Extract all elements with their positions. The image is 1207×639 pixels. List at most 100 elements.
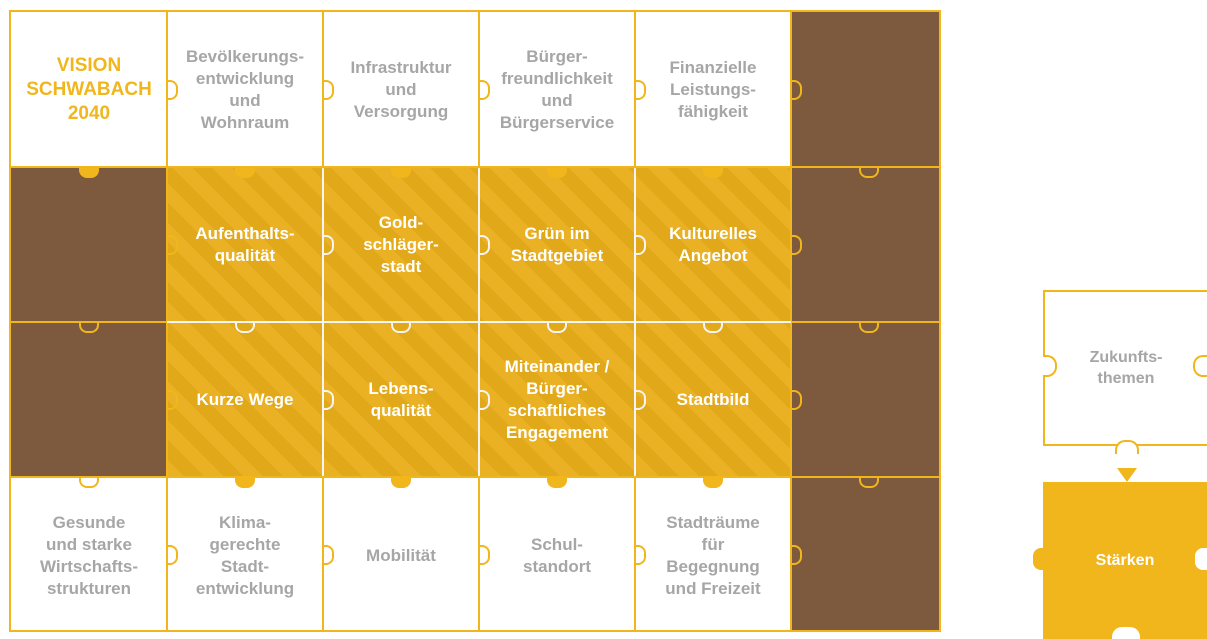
puzzle-tile: Grün im Stadtgebiet (479, 167, 635, 322)
puzzle-connector (322, 544, 334, 565)
puzzle-connector (322, 389, 334, 410)
puzzle-connector (634, 389, 646, 410)
legend-side-tab (1033, 548, 1045, 570)
puzzle-tile-label: Lebens- qualität (368, 378, 434, 420)
puzzle-connector (391, 166, 411, 178)
puzzle-connector (790, 544, 802, 565)
puzzle-connector (79, 321, 99, 333)
tile-divider (478, 167, 480, 322)
tile-divider (322, 12, 324, 167)
puzzle-grid: VISION SCHWABACH 2040 Bevölkerungs- entwi… (9, 10, 941, 632)
puzzle-tile: Stadträume für Begegnung und Freizeit (635, 477, 791, 630)
puzzle-connector (478, 544, 490, 565)
puzzle-tile-label: Schul- standort (523, 534, 591, 576)
legend-bottom-notch (1112, 627, 1140, 639)
tile-divider (634, 322, 636, 477)
puzzle-connector (703, 321, 723, 333)
puzzle-connector (703, 476, 723, 488)
puzzle-connector (547, 476, 567, 488)
tile-divider (11, 321, 167, 323)
puzzle-tile: Mobilität (323, 477, 479, 630)
legend-puzzle-notch (1115, 440, 1139, 454)
tile-divider (634, 167, 636, 322)
tile-divider (166, 167, 168, 322)
puzzle-tile: Kulturelles Angebot (635, 167, 791, 322)
puzzle-connector (478, 234, 490, 255)
tile-divider (322, 167, 324, 322)
photo-tile (791, 167, 939, 322)
puzzle-connector (391, 321, 411, 333)
puzzle-tile-label: Bürger- freundlichkeit und Bürgerservice (499, 46, 615, 132)
tile-divider (790, 12, 792, 167)
tile-divider (166, 12, 168, 167)
tile-divider (11, 476, 167, 478)
puzzle-tile-label: Infrastruktur und Versorgung (350, 57, 452, 121)
puzzle-tile-label: Stadträume für Begegnung und Freizeit (665, 512, 761, 598)
puzzle-tile: VISION SCHWABACH 2040 (11, 12, 167, 167)
puzzle-tile: Gold- schläger- stadt (323, 167, 479, 322)
puzzle-connector (235, 476, 255, 488)
puzzle-tile-label: Gesunde und starke Wirtschafts- struktur… (39, 512, 139, 598)
puzzle-connector (859, 321, 879, 333)
tile-divider (166, 322, 168, 477)
photo-tile (11, 167, 167, 322)
tile-divider (479, 321, 635, 323)
puzzle-tile: Miteinander / Bürger- schaftliches Engag… (479, 322, 635, 477)
puzzle-connector (166, 79, 178, 100)
puzzle-connector (790, 79, 802, 100)
photo-tile (791, 322, 939, 477)
photo-tile (11, 322, 167, 477)
puzzle-tile: Infrastruktur und Versorgung (323, 12, 479, 167)
puzzle-connector (859, 476, 879, 488)
puzzle-tile: Stadtbild (635, 322, 791, 477)
puzzle-connector (634, 234, 646, 255)
legend-future-topics: Zukunfts- themen (1043, 290, 1207, 446)
puzzle-tile-label: VISION SCHWABACH 2040 (26, 54, 152, 124)
puzzle-connector (478, 79, 490, 100)
legend-future-label: Zukunfts- themen (1089, 349, 1163, 387)
puzzle-tile-label: Klima- gerechte Stadt- entwicklung (195, 512, 295, 598)
puzzle-connector (634, 79, 646, 100)
puzzle-connector (703, 166, 723, 178)
puzzle-tile: Lebens- qualität (323, 322, 479, 477)
legend-strengths-label: Stärken (1095, 551, 1155, 569)
legend-strengths: Stärken (1043, 482, 1207, 639)
puzzle-connector (166, 544, 178, 565)
tile-divider (323, 321, 479, 323)
tile-divider (322, 322, 324, 477)
puzzle-tile: Finanzielle Leistungs- fähigkeit (635, 12, 791, 167)
puzzle-tile-label: Kurze Wege (196, 389, 294, 409)
puzzle-tile-label: Kulturelles Angebot (669, 223, 757, 265)
puzzle-tile: Aufenthalts- qualität (167, 167, 323, 322)
puzzle-tile: Bevölkerungs- entwicklung und Wohnraum (167, 12, 323, 167)
puzzle-tile: Klima- gerechte Stadt- entwicklung (167, 477, 323, 630)
puzzle-tile: Bürger- freundlichkeit und Bürgerservice (479, 12, 635, 167)
puzzle-tile: Schul- standort (479, 477, 635, 630)
puzzle-tile: Gesunde und starke Wirtschafts- struktur… (11, 477, 167, 630)
tile-divider (634, 12, 636, 167)
legend-puzzle-notch (1043, 355, 1057, 377)
puzzle-connector (235, 321, 255, 333)
puzzle-connector (235, 166, 255, 178)
legend-side-notch (1195, 548, 1207, 570)
puzzle-connector (391, 476, 411, 488)
photo-tile (791, 12, 939, 167)
puzzle-connector (790, 234, 802, 255)
puzzle-connector (478, 389, 490, 410)
tile-divider (166, 477, 168, 630)
tile-divider (478, 12, 480, 167)
tile-divider (635, 321, 791, 323)
puzzle-tile: Kurze Wege (167, 322, 323, 477)
tile-divider (322, 477, 324, 630)
tile-divider (167, 321, 323, 323)
puzzle-tile-label: Bevölkerungs- entwicklung und Wohnraum (185, 46, 305, 132)
tile-divider (634, 477, 636, 630)
puzzle-connector (634, 544, 646, 565)
puzzle-tile-label: Aufenthalts- qualität (195, 223, 295, 265)
tile-divider (790, 322, 792, 477)
puzzle-connector (79, 166, 99, 178)
puzzle-tile-label: Mobilität (366, 545, 436, 565)
tile-divider (790, 167, 792, 322)
puzzle-tile-label: Miteinander / Bürger- schaftliches Engag… (504, 356, 610, 442)
tile-divider (790, 477, 792, 630)
